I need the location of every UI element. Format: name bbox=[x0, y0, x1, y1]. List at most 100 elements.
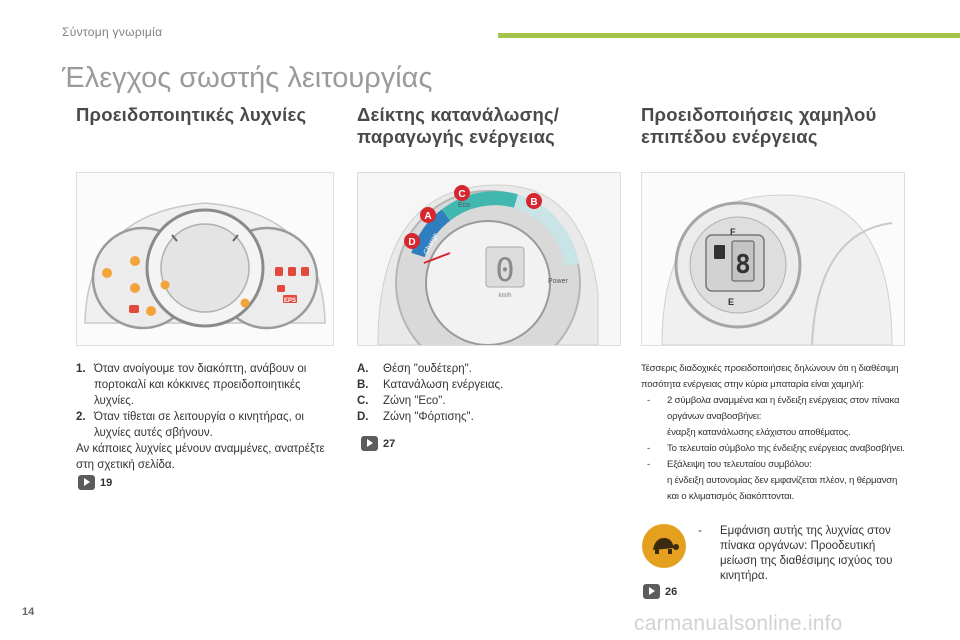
low-level-text: Τέσσερις διαδοχικές προειδοποιήσεις δηλώ… bbox=[641, 361, 909, 505]
heading-power-meter-line1: Δείκτης κατανάλωσης/ bbox=[357, 104, 560, 125]
list-item-letter: B. bbox=[357, 379, 369, 391]
lamp-icon-5 bbox=[146, 306, 156, 316]
energy-gauge-drawing: 8 F E bbox=[661, 194, 893, 346]
watermark: carmanualsonline.info bbox=[634, 612, 843, 635]
heading-low-level: Προειδοποιήσεις χαμηλού επιπέδου ενέργει… bbox=[641, 104, 876, 148]
warning-lamp-group-right: EPS bbox=[240, 267, 309, 308]
figure-power-meter: 0 km/h Eco Charge Power A B C D bbox=[357, 172, 621, 376]
charge-zone-arc bbox=[411, 209, 451, 258]
warning-lamp-group-left bbox=[102, 256, 170, 316]
eco-zone-arc bbox=[441, 191, 518, 221]
list-item-subtext: έναρξη κατανάλωσης ελάχιστου αποθέματος. bbox=[667, 427, 851, 438]
lamp-icon-3 bbox=[130, 283, 140, 293]
marker-c bbox=[454, 185, 470, 201]
turtle-icon bbox=[653, 538, 679, 554]
page-number: 14 bbox=[22, 606, 35, 618]
turtle-lamp bbox=[642, 524, 686, 568]
list-item-number: 2. bbox=[76, 411, 86, 423]
list-item-text: Ζώνη "Eco". bbox=[383, 395, 446, 407]
marker-d-label: D bbox=[408, 237, 415, 248]
arrow-right-icon bbox=[643, 584, 660, 599]
marker-c-label: C bbox=[458, 189, 465, 200]
speed-unit: km/h bbox=[498, 293, 511, 299]
low-level-intro: Τέσσερις διαδοχικές προειδοποιήσεις δηλώ… bbox=[641, 363, 899, 390]
lamp-icon-4 bbox=[129, 305, 139, 313]
warning-lamps-list: 1. Όταν ανοίγουμε τον διακόπτη, ανάβουν … bbox=[76, 361, 336, 473]
list-item: A. Θέση "ουδέτερη". bbox=[357, 361, 617, 377]
arrow-right-icon bbox=[78, 475, 95, 490]
lamp-icon-7 bbox=[275, 267, 283, 276]
list-item-number: 1. bbox=[76, 363, 86, 375]
power-meter-drawing: 0 km/h Eco Charge Power A B C D bbox=[358, 173, 620, 376]
page-ref-link[interactable]: 27 bbox=[361, 436, 395, 451]
list-item-text: Ζώνη "Φόρτισης". bbox=[383, 411, 474, 423]
heading-low-level-line2: επιπέδου ενέργειας bbox=[641, 126, 818, 147]
page-ref-number: 19 bbox=[100, 476, 113, 489]
lamp-icon-2 bbox=[130, 256, 140, 266]
list-item-letter: A. bbox=[357, 363, 369, 375]
list-item-text: 2 σύμβολα αναμμένα και η ένδειξη ενέργει… bbox=[667, 395, 900, 422]
marker-b-label: B bbox=[530, 197, 537, 208]
list-dash: - bbox=[698, 525, 702, 537]
figure-energy-gauge: 8 F E bbox=[641, 172, 905, 346]
list-item-text: Όταν ανοίγουμε τον διακόπτη, ανάβουν οι … bbox=[94, 363, 307, 407]
list-item: 1. Όταν ανοίγουμε τον διακόπτη, ανάβουν … bbox=[76, 361, 336, 409]
heading-power-meter: Δείκτης κατανάλωσης/ παραγωγής ενέργειας bbox=[357, 104, 559, 148]
list-item: C. Ζώνη "Eco". bbox=[357, 393, 617, 409]
page-title: Έλεγχος σωστής λειτουργίας bbox=[62, 62, 433, 94]
accent-bar bbox=[498, 33, 960, 38]
page-ref-link[interactable]: 19 bbox=[78, 475, 112, 490]
turtle-description-text: Εμφάνιση αυτής της λυχνίας στον πίνακα ο… bbox=[720, 525, 893, 582]
list-item: 2. Όταν τίθεται σε λειτουργία ο κινητήρα… bbox=[76, 409, 336, 441]
lamp-icon-9 bbox=[301, 267, 309, 276]
instrument-cluster-drawing: EPS bbox=[84, 202, 326, 330]
power-meter-list: A. Θέση "ουδέτερη". B. Κατανάλωση ενέργε… bbox=[357, 361, 617, 425]
list-item: - 2 σύμβολα αναμμένα και η ένδειξη ενέργ… bbox=[641, 393, 909, 441]
speed-digit: 0 bbox=[495, 251, 514, 289]
marker-d bbox=[404, 233, 420, 249]
list-item-text: Θέση "ουδέτερη". bbox=[383, 363, 472, 375]
fuel-pump-icon bbox=[714, 245, 725, 259]
list-dash: - bbox=[647, 395, 650, 406]
warning-lamps-note: Αν κάποιες λυχνίες μένουν αναμμένες, ανα… bbox=[76, 443, 325, 471]
gauge-empty-label: E bbox=[728, 297, 734, 307]
eps-lamp bbox=[283, 295, 297, 303]
marker-a-label: A bbox=[424, 211, 431, 222]
page-ref-link[interactable]: 26 bbox=[643, 584, 677, 599]
list-item-subtext: η ένδειξη αυτονομίας δεν εμφανίζεται πλέ… bbox=[667, 475, 898, 502]
section-label: Σύντομη γνωριμία bbox=[62, 25, 163, 39]
heading-low-level-line1: Προειδοποιήσεις χαμηλού bbox=[641, 104, 877, 125]
list-item-text: Το τελευταίο σύμβολο της ένδειξης ενέργε… bbox=[667, 443, 905, 454]
lamp-icon-6 bbox=[160, 280, 170, 290]
page-ref-number: 27 bbox=[383, 437, 396, 450]
heading-power-meter-line2: παραγωγής ενέργειας bbox=[357, 126, 555, 147]
heading-warning-lamps-text: Προειδοποιητικές λυχνίες bbox=[76, 104, 307, 125]
list-item: - Το τελευταίο σύμβολο της ένδειξης ενέρ… bbox=[641, 441, 909, 457]
list-dash: - bbox=[647, 443, 650, 454]
heading-warning-lamps: Προειδοποιητικές λυχνίες bbox=[76, 104, 306, 126]
list-item: - Εξάλειψη του τελευταίου συμβόλου: η έν… bbox=[641, 457, 909, 505]
lamp-icon-8 bbox=[288, 267, 296, 276]
lamp-icon-1 bbox=[102, 268, 112, 278]
turtle-description: - Εμφάνιση αυτής της λυχνίας στον πίνακα… bbox=[698, 524, 913, 584]
list-item: B. Κατανάλωση ενέργειας. bbox=[357, 377, 617, 393]
eps-label: EPS bbox=[284, 298, 296, 304]
page-ref-number: 26 bbox=[665, 585, 678, 598]
list-item-text: Εξάλειψη του τελευταίου συμβόλου: bbox=[667, 459, 812, 470]
svg-text:8: 8 bbox=[735, 250, 751, 280]
list-dash: - bbox=[647, 459, 650, 470]
list-item-letter: C. bbox=[357, 395, 369, 407]
list-item-letter: D. bbox=[357, 411, 369, 423]
gauge-full-label: F bbox=[730, 227, 736, 237]
lamp-icon-11 bbox=[240, 298, 250, 308]
list-item-text: Όταν τίθεται σε λειτουργία ο κινητήρας, … bbox=[94, 411, 304, 439]
eco-label: Eco bbox=[458, 202, 470, 209]
arrow-right-icon bbox=[361, 436, 378, 451]
list-item-text: Κατανάλωση ενέργειας. bbox=[383, 379, 504, 391]
marker-b bbox=[526, 193, 542, 209]
figure-instrument-cluster: EPS bbox=[76, 172, 334, 346]
list-item: D. Ζώνη "Φόρτισης". bbox=[357, 409, 617, 425]
lamp-icon-10 bbox=[277, 285, 285, 292]
power-label: Power bbox=[548, 278, 569, 285]
marker-a bbox=[420, 207, 436, 223]
